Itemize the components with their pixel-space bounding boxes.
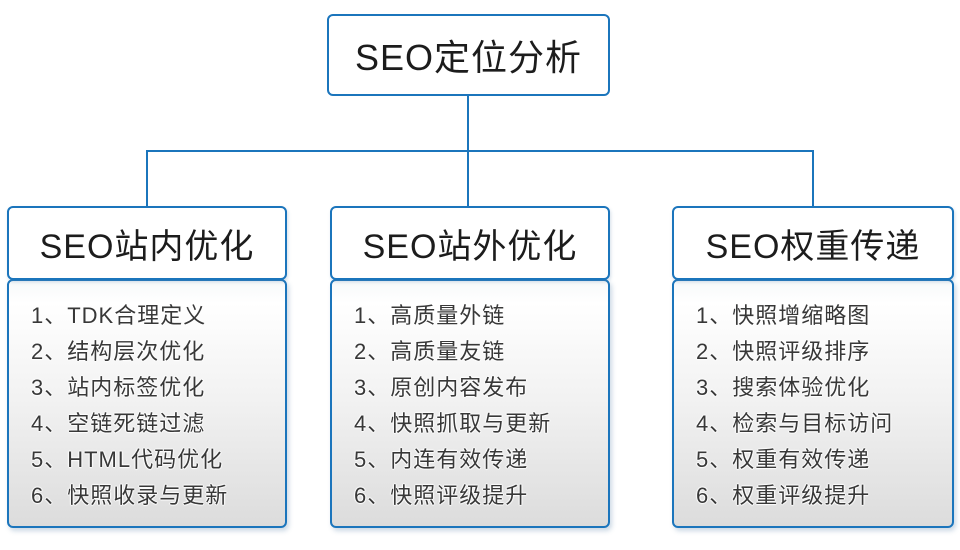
- column-offsite-seo: SEO站外优化 1、高质量外链 2、高质量友链 3、原创内容发布 4、快照抓取与…: [330, 206, 610, 528]
- list-item: 2、结构层次优化: [31, 339, 206, 364]
- root-node: SEO定位分析: [327, 14, 610, 96]
- connector-left-vertical: [146, 150, 148, 206]
- connector-right-vertical: [812, 150, 814, 206]
- column-onsite-header: SEO站内优化: [7, 206, 287, 280]
- column-weight-list: 1、快照增缩略图 2、快照评级排序 3、搜索体验优化 4、检索与目标访问 5、权…: [672, 279, 954, 528]
- list-item: 4、空链死链过滤: [31, 411, 206, 436]
- list-item: 3、搜索体验优化: [696, 375, 871, 400]
- list-item: 6、快照收录与更新: [31, 483, 229, 508]
- list-item: 5、HTML代码优化: [31, 447, 224, 472]
- column-onsite-seo: SEO站内优化 1、TDK合理定义 2、结构层次优化 3、站内标签优化 4、空链…: [7, 206, 287, 528]
- list-item: 1、高质量外链: [354, 303, 506, 328]
- column-onsite-list: 1、TDK合理定义 2、结构层次优化 3、站内标签优化 4、空链死链过滤 5、H…: [7, 279, 287, 528]
- column-offsite-header: SEO站外优化: [330, 206, 610, 280]
- column-weight-header: SEO权重传递: [672, 206, 954, 280]
- list-item: 3、原创内容发布: [354, 375, 529, 400]
- list-item: 1、快照增缩略图: [696, 303, 871, 328]
- list-item: 5、内连有效传递: [354, 447, 529, 472]
- list-item: 3、站内标签优化: [31, 375, 206, 400]
- list-item: 2、高质量友链: [354, 339, 506, 364]
- list-item: 4、检索与目标访问: [696, 411, 894, 436]
- list-item: 2、快照评级排序: [696, 339, 871, 364]
- root-node-title: SEO定位分析: [354, 37, 583, 78]
- column-weight-transfer: SEO权重传递 1、快照增缩略图 2、快照评级排序 3、搜索体验优化 4、检索与…: [672, 206, 954, 528]
- column-offsite-title: SEO站外优化: [362, 227, 578, 266]
- list-item: 5、权重有效传递: [696, 447, 871, 472]
- list-item: 6、快照评级提升: [354, 483, 529, 508]
- list-item: 6、权重评级提升: [696, 483, 871, 508]
- column-onsite-title: SEO站内优化: [39, 227, 255, 266]
- list-item: 4、快照抓取与更新: [354, 411, 552, 436]
- connector-horizontal: [146, 150, 814, 152]
- column-offsite-list: 1、高质量外链 2、高质量友链 3、原创内容发布 4、快照抓取与更新 5、内连有…: [330, 279, 610, 528]
- column-weight-title: SEO权重传递: [705, 227, 921, 266]
- list-item: 1、TDK合理定义: [31, 303, 207, 328]
